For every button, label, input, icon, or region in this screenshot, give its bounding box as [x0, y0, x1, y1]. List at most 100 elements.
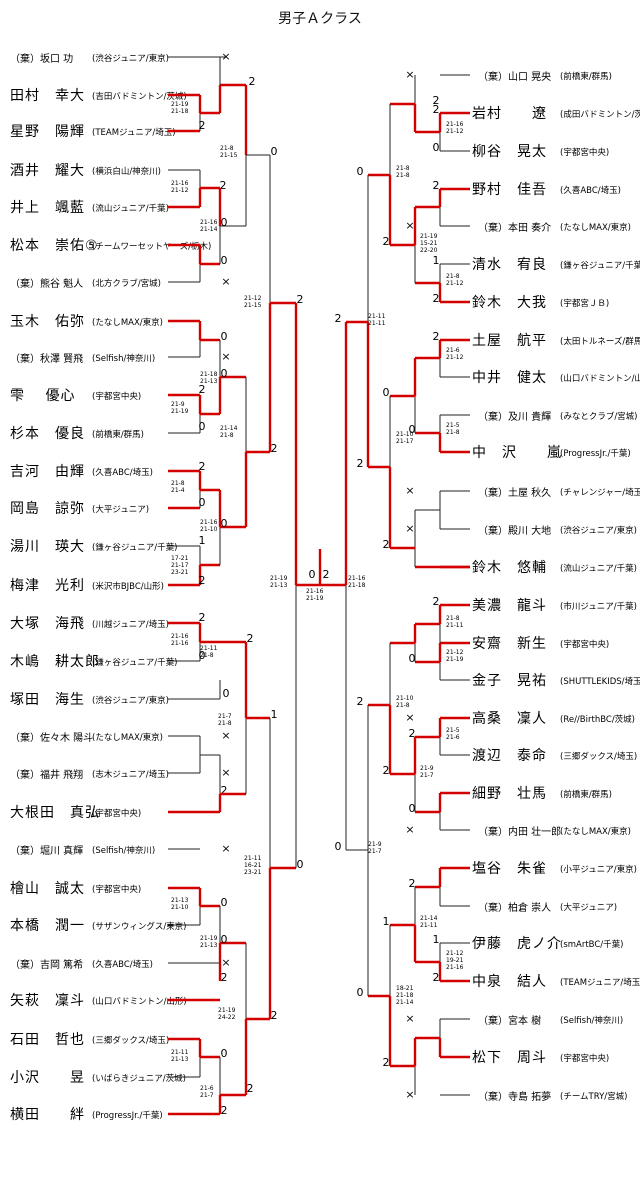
match-score: 21-12: [446, 950, 464, 957]
match-score: 21-19: [270, 575, 288, 582]
player-name-left: 石田 哲也: [10, 1032, 85, 1048]
player-club-right: (小平ジュニア/東京): [560, 864, 637, 875]
match-result: 2: [199, 574, 206, 587]
player-club-left: (チームワーセットヤーズ/栃木): [92, 241, 211, 252]
player-name-left: 雫 優心: [10, 388, 75, 404]
match-score: 21-10: [396, 695, 414, 702]
match-result: 2: [249, 75, 256, 88]
match-score: 21-15: [244, 302, 262, 309]
match-result: 0: [221, 517, 228, 530]
match-score: 21-7: [200, 1092, 214, 1099]
player-club-left: (米沢市BJBC/山形): [92, 581, 164, 592]
player-club-right: (たなしMAX/東京): [560, 826, 631, 837]
page-title: 男子Ａクラス: [278, 11, 362, 27]
player-club-left: (ProgressJr./千葉): [92, 1110, 163, 1121]
player-club-right: (前橋東/群馬): [560, 789, 612, 800]
bye-mark: ×: [405, 1012, 414, 1025]
player-club-right: (太田トルネーズ/群馬): [560, 336, 640, 347]
match-result: 2: [199, 119, 206, 132]
match-score: 21-10: [171, 904, 189, 911]
player-club-left: (三郷ダックス/埼玉): [92, 1035, 169, 1046]
player-name-right: 清水 宥良: [472, 256, 547, 273]
player-name-left: （棄）堀川 真輝: [10, 844, 83, 857]
player-name-left: 大塚 海飛: [10, 616, 85, 632]
player-name-left: 杉本 優良: [10, 426, 85, 442]
match-result: 2: [220, 179, 227, 192]
match-score: 21-19: [446, 656, 464, 663]
match-score: 21-8: [220, 145, 234, 152]
player-club-left: (流山ジュニア/千葉): [92, 203, 169, 214]
match-score: 21-19: [420, 233, 438, 240]
match-score: 21-16: [171, 633, 189, 640]
match-score: 21-7: [420, 772, 434, 779]
match-result: 1: [433, 933, 440, 946]
match-result: 0: [221, 367, 228, 380]
player-name-right: 土屋 航平: [472, 333, 547, 349]
match-result: 2: [433, 292, 440, 305]
match-result: 0: [271, 145, 278, 158]
match-score: 21-13: [200, 942, 218, 949]
player-club-right: (Re//BirthBC/茨城): [560, 714, 635, 725]
match-result: 0: [433, 141, 440, 154]
match-result: 2: [433, 103, 440, 116]
player-name-right: （棄）宮本 樹: [478, 1014, 541, 1027]
match-score: 21-5: [446, 422, 460, 429]
match-score: 21-8: [396, 172, 410, 179]
match-score: 21-16: [306, 588, 324, 595]
player-name-left: （棄）坂口 功: [10, 52, 73, 65]
match-result: 0: [357, 165, 364, 178]
match-result: 2: [357, 695, 364, 708]
match-result: 0: [297, 858, 304, 871]
match-score: 21-6: [446, 347, 460, 354]
match-score: 21-12: [446, 280, 464, 287]
match-result: 0: [199, 496, 206, 509]
match-score: 21-13: [270, 582, 288, 589]
match-result: 2: [409, 727, 416, 740]
player-name-left: 星野 陽輝: [10, 124, 85, 140]
match-score: 21-11: [368, 320, 386, 327]
match-score: 21-13: [171, 897, 189, 904]
player-club-right: (山口バドミントン/山形): [560, 373, 640, 384]
match-score: 21-19: [171, 101, 189, 108]
player-club-left: (たなしMAX/東京): [92, 732, 163, 743]
player-club-left: (鎌ヶ谷ジュニア/千葉): [92, 657, 177, 668]
match-result: 2: [383, 1056, 390, 1069]
player-club-left: (Selfish/神奈川): [92, 353, 155, 364]
player-name-right: 渡辺 泰命: [472, 747, 547, 764]
player-name-left: 田村 幸大: [10, 88, 85, 104]
player-club-left: (鎌ヶ谷ジュニア/千葉): [92, 542, 177, 553]
player-club-left: (久喜ABC/埼玉): [92, 467, 153, 478]
match-score: 21-9: [420, 765, 434, 772]
player-name-right: 中泉 結人: [472, 973, 547, 990]
player-name-left: （棄）熊谷 魁人: [10, 277, 83, 290]
player-name-right: 松下 周斗: [472, 1050, 547, 1066]
match-result: 0: [335, 840, 342, 853]
player-club-right: (チャレンジャー/埼玉): [560, 487, 640, 498]
player-club-right: (渋谷ジュニア/東京): [560, 525, 637, 536]
bye-mark: ×: [221, 766, 230, 779]
match-result: 2: [433, 179, 440, 192]
match-score: 21-11: [446, 622, 464, 629]
bye-mark: ×: [221, 350, 230, 363]
match-score: 21-16: [200, 219, 218, 226]
player-club-right: (宇都宮中央): [560, 147, 609, 158]
match-result: 1: [271, 708, 278, 721]
match-result: 2: [221, 1104, 228, 1117]
match-score: 21-12: [244, 295, 262, 302]
player-club-left: (宇都宮中央): [92, 391, 141, 402]
match-score: 21-11: [368, 313, 386, 320]
match-score: 21-6: [200, 1085, 214, 1092]
match-score: 21-16: [200, 519, 218, 526]
player-name-left: 梅津 光利: [10, 578, 85, 594]
match-score: 21-8: [218, 720, 232, 727]
match-result: 0: [221, 1047, 228, 1060]
match-score: 21-12: [446, 354, 464, 361]
match-score: 21-10: [396, 431, 414, 438]
player-name-right: （棄）殿川 大地: [478, 524, 551, 537]
match-score: 21-16: [446, 121, 464, 128]
player-club-right: (市川ジュニア/千葉): [560, 601, 637, 612]
player-name-left: 檜山 誠太: [10, 880, 85, 897]
player-club-right: (Selfish/神奈川): [560, 1015, 623, 1026]
player-club-left: (吉田バドミントン/茨城): [92, 91, 187, 102]
player-name-right: （棄）及川 貴輝: [478, 410, 551, 423]
